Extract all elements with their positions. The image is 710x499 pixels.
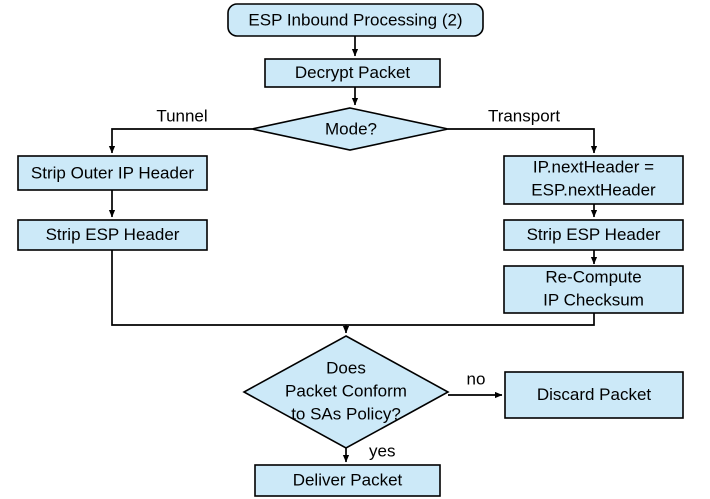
set-next-header-label-line2: ESP.nextHeader	[531, 180, 656, 199]
discard-packet-shape	[504, 371, 684, 419]
policy-conformance-label-line1: Does	[326, 358, 366, 377]
edge-mode-tunnel	[108, 128, 252, 154]
edge-mode-transport	[448, 128, 598, 154]
edge-label-transport: Transport	[488, 106, 560, 125]
node-recompute-ip-checksum[interactable]: Re-Compute IP Checksum	[503, 265, 684, 314]
deliver-packet-label: Deliver Packet	[293, 470, 403, 489]
edge-right-branch-merge	[346, 313, 595, 326]
node-strip-esp-header-tunnel[interactable]: Strip ESP Header	[17, 219, 208, 251]
edge-label-no: no	[467, 369, 486, 388]
node-mode-decision[interactable]: Mode?	[251, 107, 449, 151]
recompute-ip-checksum-label-line1: Re-Compute	[545, 267, 641, 286]
node-strip-outer-ip-header[interactable]: Strip Outer IP Header	[17, 155, 208, 191]
policy-conformance-decision-shape	[242, 335, 450, 449]
set-next-header-label-line1: IP.nextHeader =	[533, 157, 654, 176]
policy-conformance-label-line3: to SAs Policy?	[291, 404, 401, 423]
mode-decision-shape	[251, 107, 449, 151]
node-discard-packet[interactable]: Discard Packet	[504, 371, 684, 419]
node-policy-conformance-decision[interactable]: Does Packet Conform to SAs Policy?	[242, 335, 450, 449]
decrypt-packet-shape	[264, 58, 441, 88]
connectors	[108, 36, 598, 463]
strip-outer-ip-header-label: Strip Outer IP Header	[31, 163, 194, 182]
mode-decision-label: Mode?	[325, 119, 377, 138]
strip-esp-header-transport-shape	[503, 219, 684, 251]
edge-label-yes: yes	[369, 441, 395, 460]
decrypt-packet-label: Decrypt Packet	[295, 63, 411, 82]
recompute-ip-checksum-shape	[503, 265, 684, 314]
strip-esp-header-tunnel-shape	[17, 219, 208, 251]
start-terminator-shape	[227, 3, 484, 37]
edge-label-tunnel: Tunnel	[156, 106, 207, 125]
node-start-terminator[interactable]: ESP Inbound Processing (2)	[227, 3, 484, 37]
node-deliver-packet[interactable]: Deliver Packet	[254, 464, 441, 497]
strip-esp-header-tunnel-label: Strip ESP Header	[46, 225, 180, 244]
edge-left-branch-merge	[111, 250, 346, 326]
recompute-ip-checksum-label-line2: IP Checksum	[543, 290, 644, 309]
discard-packet-label: Discard Packet	[537, 385, 652, 404]
strip-esp-header-transport-label: Strip ESP Header	[527, 225, 661, 244]
policy-conformance-label-line2: Packet Conform	[285, 381, 407, 400]
deliver-packet-shape	[254, 464, 441, 497]
set-next-header-shape	[503, 155, 684, 205]
start-terminator-label: ESP Inbound Processing (2)	[248, 10, 462, 29]
node-decrypt-packet[interactable]: Decrypt Packet	[264, 58, 441, 88]
node-strip-esp-header-transport[interactable]: Strip ESP Header	[503, 219, 684, 251]
strip-outer-ip-header-shape	[17, 155, 208, 191]
node-set-next-header[interactable]: IP.nextHeader = ESP.nextHeader	[503, 155, 684, 205]
